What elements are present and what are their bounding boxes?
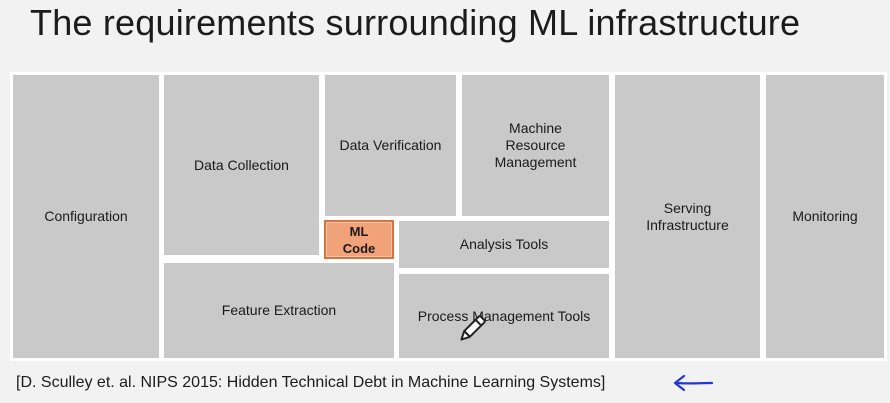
data-collection-label: Data Collection (194, 156, 289, 173)
monitoring-label: Monitoring (792, 208, 858, 224)
data-verification-label: Data Verification (339, 137, 442, 153)
data-collection-box: Data Collection (164, 75, 319, 255)
pen-cursor-icon (455, 312, 489, 351)
ml-system-diagram: Configuration Data Collection Data Verif… (10, 72, 887, 361)
page-title: The requirements surrounding ML infrastr… (30, 2, 801, 43)
machine-resource-management-box: Machine Resource Management (462, 75, 609, 216)
ml-code-box: ML Code (324, 220, 394, 259)
configuration-box: Configuration (13, 75, 159, 358)
citation-text: [D. Sculley et. al. NIPS 2015: Hidden Te… (16, 374, 606, 391)
data-verification-box: Data Verification (325, 75, 456, 216)
process-management-tools-label: Process Management Tools (417, 307, 591, 324)
left-arrow-icon (670, 372, 714, 399)
feature-extraction-box: Feature Extraction (164, 263, 394, 358)
feature-extraction-label: Feature Extraction (221, 302, 337, 318)
analysis-tools-label: Analysis Tools (459, 236, 549, 252)
serving-infrastructure-label: Serving Infrastructure (646, 199, 729, 233)
analysis-tools-box: Analysis Tools (399, 221, 609, 268)
machine-resource-management-label: Machine Resource Management (494, 120, 577, 170)
ml-code-label: ML Code (342, 223, 376, 256)
configuration-label: Configuration (44, 208, 128, 224)
process-management-tools-box: Process Management Tools (399, 274, 609, 358)
serving-infrastructure-box: Serving Infrastructure (615, 75, 760, 358)
monitoring-box: Monitoring (766, 75, 884, 358)
